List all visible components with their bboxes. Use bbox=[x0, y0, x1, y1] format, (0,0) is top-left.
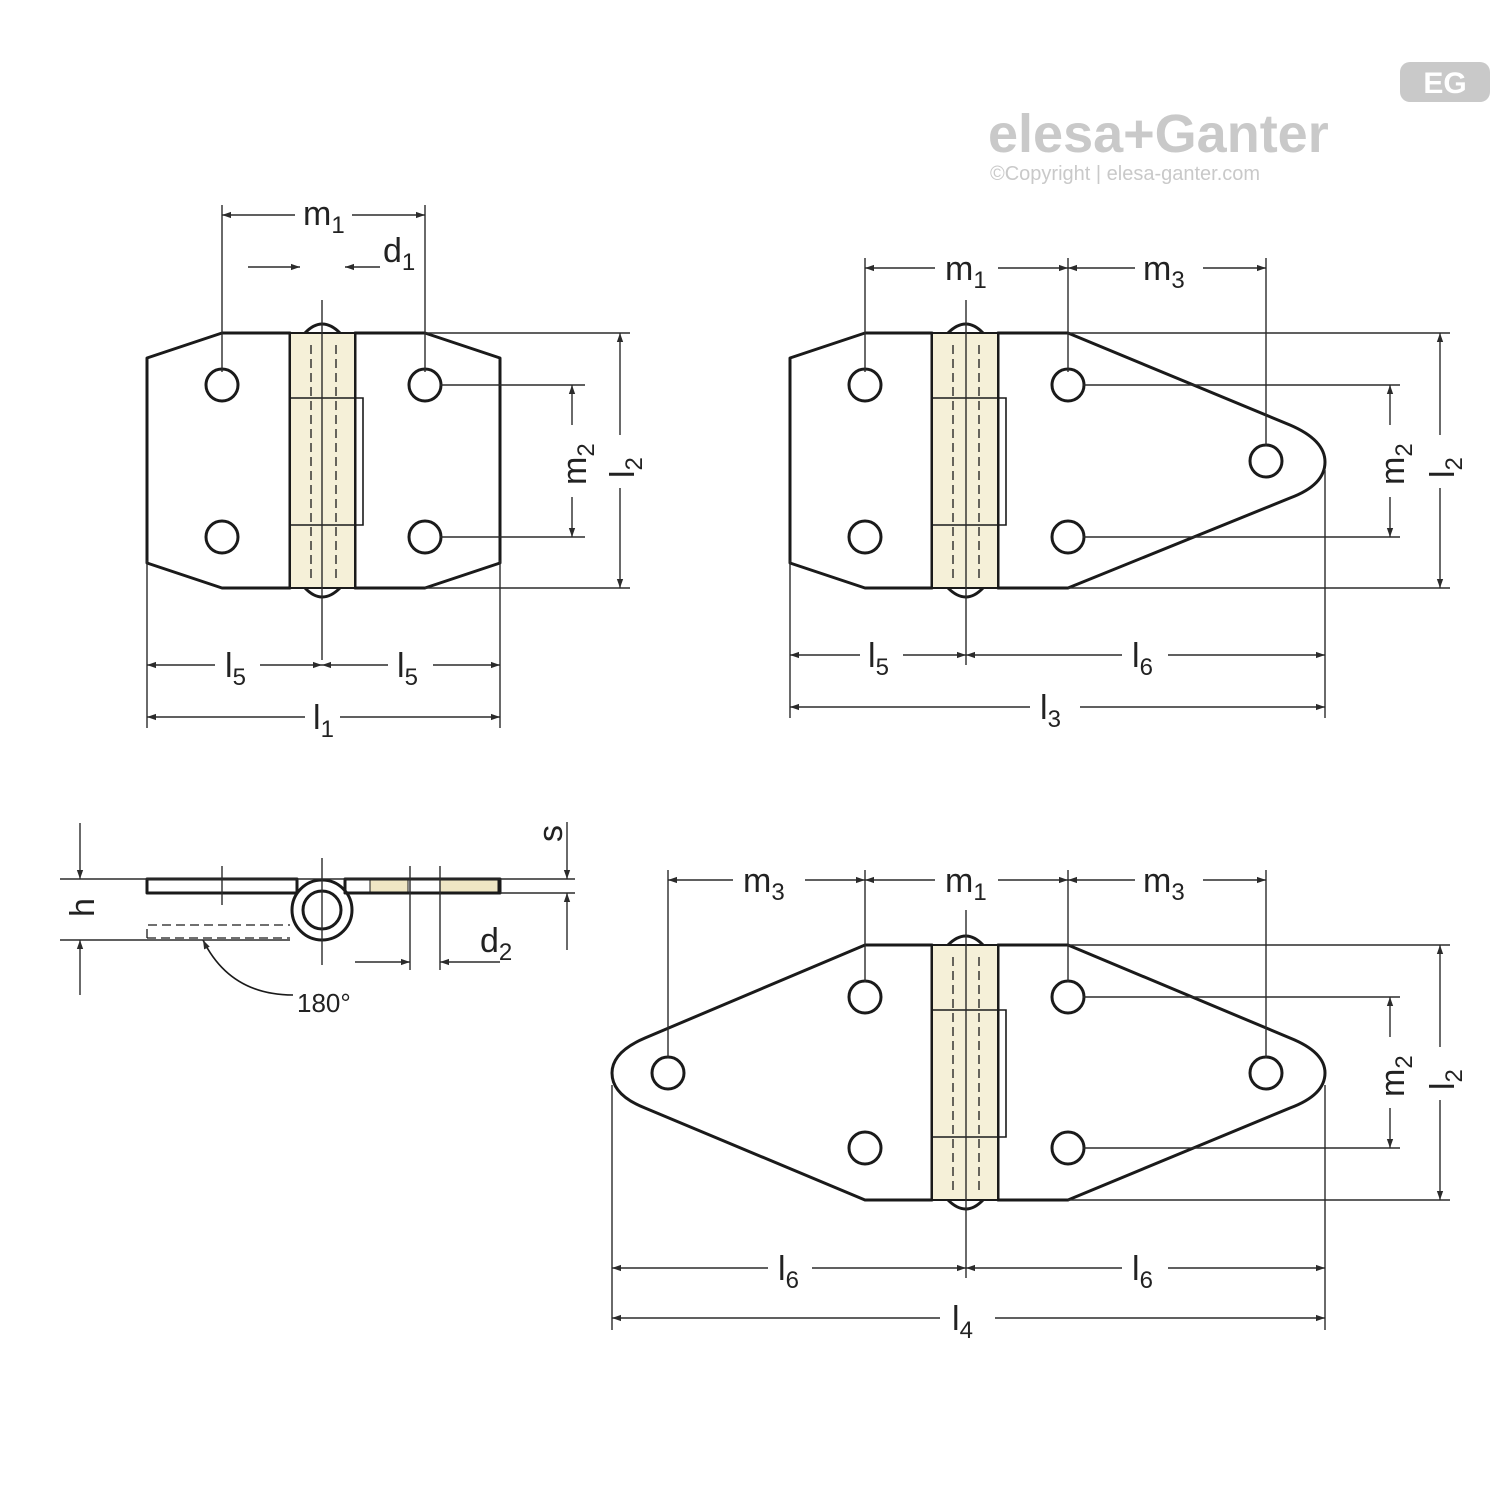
leaf-left bbox=[145, 331, 292, 590]
mounting-hole bbox=[407, 519, 443, 555]
mounting-hole bbox=[1050, 519, 1086, 555]
knuckle-joint bbox=[290, 397, 364, 526]
open-position-phantom bbox=[146, 924, 290, 938]
dim-label-m2: m2 bbox=[556, 443, 600, 485]
mounting-hole bbox=[650, 1055, 686, 1091]
rotation-angle-label: 180° bbox=[297, 988, 351, 1018]
knuckle-joint bbox=[932, 397, 1007, 526]
hinge-side-view: 180° h s d2 bbox=[60, 822, 575, 1018]
mounting-hole bbox=[847, 979, 883, 1015]
dim-label-d2: d2 bbox=[480, 922, 512, 966]
mounting-hole bbox=[204, 367, 240, 403]
dim-label-m1: m1 bbox=[303, 195, 345, 239]
mounting-hole bbox=[847, 367, 883, 403]
hinge-knuckle bbox=[931, 944, 999, 1201]
eg-badge bbox=[1400, 62, 1490, 102]
hole-section-hatch bbox=[439, 879, 499, 893]
copyright-text: ©Copyright | elesa-ganter.com bbox=[990, 163, 1260, 185]
dim-label-d1: d1 bbox=[383, 232, 415, 276]
mounting-hole bbox=[1248, 443, 1284, 479]
knuckle-joint bbox=[932, 1009, 1007, 1138]
mounting-hole bbox=[847, 1130, 883, 1166]
mounting-hole bbox=[204, 519, 240, 555]
dim-label-l2: l2 bbox=[604, 457, 648, 478]
dim-label-s: s bbox=[532, 825, 570, 842]
dim-label-m1: m1 bbox=[945, 250, 987, 294]
rotation-arc bbox=[202, 939, 294, 996]
mounting-hole bbox=[1248, 1055, 1284, 1091]
dim-label-h: h bbox=[64, 898, 102, 917]
dim-label-l6: l6 bbox=[1132, 1250, 1153, 1294]
dim-label-l6: l6 bbox=[1132, 637, 1153, 681]
leaf-triangular-right bbox=[996, 943, 1327, 1202]
mounting-hole bbox=[407, 367, 443, 403]
hinge-view-double-triangular: m3 m1 m3 m2 l2 l6 l6 l4 bbox=[610, 862, 1468, 1344]
hole-section-hatch bbox=[369, 879, 409, 893]
hinge-knuckle bbox=[931, 332, 999, 589]
dim-label-m3: m3 bbox=[743, 862, 785, 906]
hinge-view-half-triangular: m1 m3 m2 l2 l5 l6 l3 bbox=[788, 250, 1468, 733]
mounting-hole bbox=[847, 519, 883, 555]
leaf-left bbox=[788, 331, 934, 590]
dim-label-l2: l2 bbox=[1424, 1069, 1468, 1090]
dim-label-m3: m3 bbox=[1143, 862, 1185, 906]
mounting-hole bbox=[1050, 367, 1086, 403]
dim-label-l2: l2 bbox=[1424, 457, 1468, 478]
hinge-view-rectangular: m1 d1 m2 l2 l5 l5 l1 bbox=[145, 195, 648, 743]
leaf-triangular bbox=[996, 331, 1327, 590]
dim-label-l5: l5 bbox=[225, 647, 246, 691]
dim-label-l5: l5 bbox=[868, 637, 889, 681]
dim-label-l4: l4 bbox=[952, 1300, 973, 1344]
dim-label-m1: m1 bbox=[945, 862, 987, 906]
dim-label-l5: l5 bbox=[397, 647, 418, 691]
dim-label-l1: l1 bbox=[313, 699, 334, 743]
mounting-hole bbox=[1050, 1130, 1086, 1166]
dim-label-m2: m2 bbox=[1374, 1055, 1418, 1097]
dim-label-l3: l3 bbox=[1040, 689, 1061, 733]
dim-label-l6: l6 bbox=[778, 1250, 799, 1294]
leaf-triangular-left bbox=[610, 943, 934, 1202]
leaf-right bbox=[353, 331, 502, 590]
dim-label-m2: m2 bbox=[1374, 443, 1418, 485]
dim-label-m3: m3 bbox=[1143, 250, 1185, 294]
brand-wordmark: elesa+Ganter bbox=[988, 104, 1329, 164]
eg-badge-text: EG bbox=[1423, 67, 1466, 100]
elesa-ganter-logo: EG elesa+Ganter ©Copyright | elesa-gante… bbox=[988, 62, 1490, 185]
mounting-hole bbox=[1050, 979, 1086, 1015]
